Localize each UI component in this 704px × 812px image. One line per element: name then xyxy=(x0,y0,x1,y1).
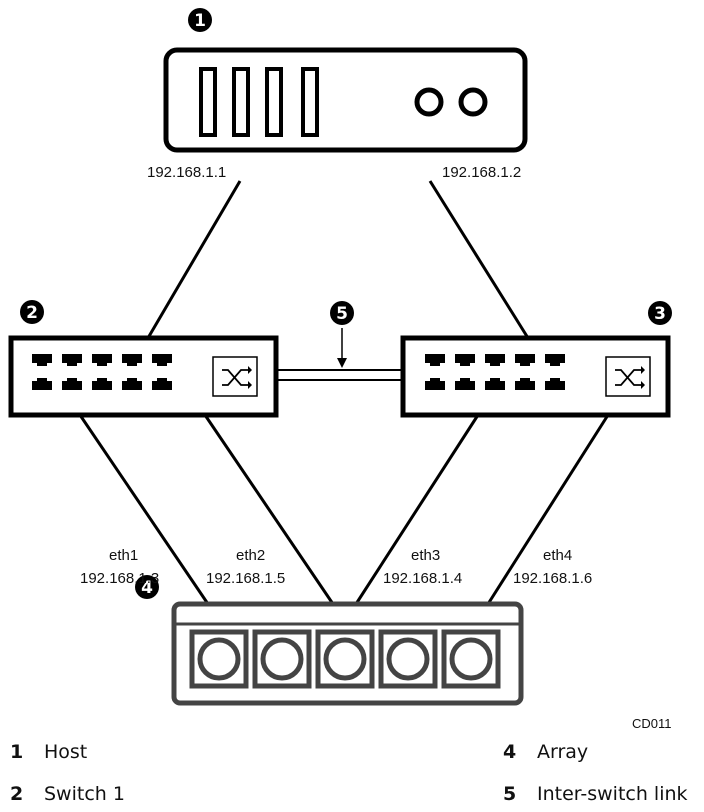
array-disks xyxy=(189,629,501,689)
legend-label: Array xyxy=(537,741,589,763)
ethernet-port-icon xyxy=(455,354,475,366)
ethernet-port-icon xyxy=(545,378,565,390)
ethernet-port-icon xyxy=(485,354,505,366)
array-disk-icon xyxy=(260,637,304,681)
ethernet-port-icon xyxy=(92,354,112,366)
svg-text:1: 1 xyxy=(194,11,206,31)
inter-switch-link xyxy=(278,369,403,381)
ethernet-port-icon xyxy=(455,378,475,390)
ethernet-port-icon xyxy=(152,354,172,366)
port-name-label: eth4 xyxy=(543,547,572,564)
callout-4: 4 xyxy=(135,575,159,599)
ethernet-port-icon xyxy=(485,378,505,390)
ethernet-port-icon xyxy=(515,354,535,366)
port-name-label: eth3 xyxy=(411,547,440,564)
host-indicator xyxy=(458,87,488,117)
callout-1: 1 xyxy=(188,8,212,32)
host-to-switch1-line xyxy=(146,180,242,339)
host-drive-bay xyxy=(199,67,217,137)
legend-item-host: 1 Host xyxy=(10,741,87,763)
isl-callout-arrow xyxy=(337,328,347,368)
switch-2-device xyxy=(400,335,671,418)
legend-number: 2 xyxy=(10,783,24,805)
switch1-to-eth1-line xyxy=(78,414,210,605)
switch-icon xyxy=(222,366,252,389)
legend-label: Switch 1 xyxy=(44,783,125,805)
ethernet-port-icon xyxy=(122,378,142,390)
switch2-to-eth4-line xyxy=(486,414,610,605)
array-disk-icon xyxy=(197,637,241,681)
host-indicator xyxy=(414,87,444,117)
ethernet-port-icon xyxy=(32,354,52,366)
array-device xyxy=(171,601,524,706)
legend-item-switch-1: 2 Switch 1 xyxy=(10,783,125,805)
switch-icon xyxy=(615,366,645,389)
port-name-label: eth2 xyxy=(236,547,265,564)
ethernet-port-icon xyxy=(152,378,172,390)
figure-code: CD011 xyxy=(632,716,672,731)
legend-number: 1 xyxy=(10,741,24,763)
legend-label: Inter-switch link xyxy=(537,783,688,805)
svg-text:2: 2 xyxy=(26,303,38,323)
ethernet-port-icon xyxy=(32,378,52,390)
ethernet-port-icon xyxy=(122,354,142,366)
svg-text:4: 4 xyxy=(141,578,153,598)
switch-1-device xyxy=(8,335,279,418)
array-disk-icon xyxy=(323,637,367,681)
port-ip-label: 192.168.1.3 xyxy=(80,570,159,587)
svg-text:5: 5 xyxy=(336,304,348,324)
callout-2: 2 xyxy=(20,300,44,324)
legend-number: 5 xyxy=(503,783,517,805)
ethernet-port-icon xyxy=(92,378,112,390)
array-disk-icon xyxy=(386,637,430,681)
ethernet-port-icon xyxy=(515,378,535,390)
legend-item-array: 4 Array xyxy=(503,741,588,763)
host-drive-bay xyxy=(232,67,250,137)
ethernet-port-icon xyxy=(62,378,82,390)
host-drive-bay xyxy=(265,67,283,137)
host-right-ip-label: 192.168.1.2 xyxy=(442,164,521,181)
host-drive-bay xyxy=(301,67,319,137)
port-name-label: eth1 xyxy=(109,547,138,564)
port-ip-label: 192.168.1.6 xyxy=(513,570,592,587)
host-left-ip-label: 192.168.1.1 xyxy=(147,164,226,181)
switch2-to-eth3-line xyxy=(354,414,480,605)
ethernet-port-icon xyxy=(545,354,565,366)
ethernet-port-icon xyxy=(62,354,82,366)
ethernet-port-icon xyxy=(425,354,445,366)
switch-1-ports xyxy=(32,354,172,390)
switch1-to-eth2-line xyxy=(203,414,335,605)
svg-text:3: 3 xyxy=(654,304,666,324)
port-ip-label: 192.168.1.5 xyxy=(206,570,285,587)
host-device xyxy=(163,47,528,153)
port-ip-label: 192.168.1.4 xyxy=(383,570,462,587)
callout-3: 3 xyxy=(648,301,672,325)
array-disk-icon xyxy=(449,637,493,681)
ethernet-port-icon xyxy=(425,378,445,390)
connection-lines xyxy=(78,180,610,605)
legend-item-inter-switch-link: 5 Inter-switch link xyxy=(503,783,688,805)
legend-number: 4 xyxy=(503,741,517,763)
callout-5: 5 xyxy=(330,301,354,325)
host-to-switch2-line xyxy=(428,180,530,339)
switch-2-ports xyxy=(425,354,565,390)
legend-label: Host xyxy=(44,741,88,763)
